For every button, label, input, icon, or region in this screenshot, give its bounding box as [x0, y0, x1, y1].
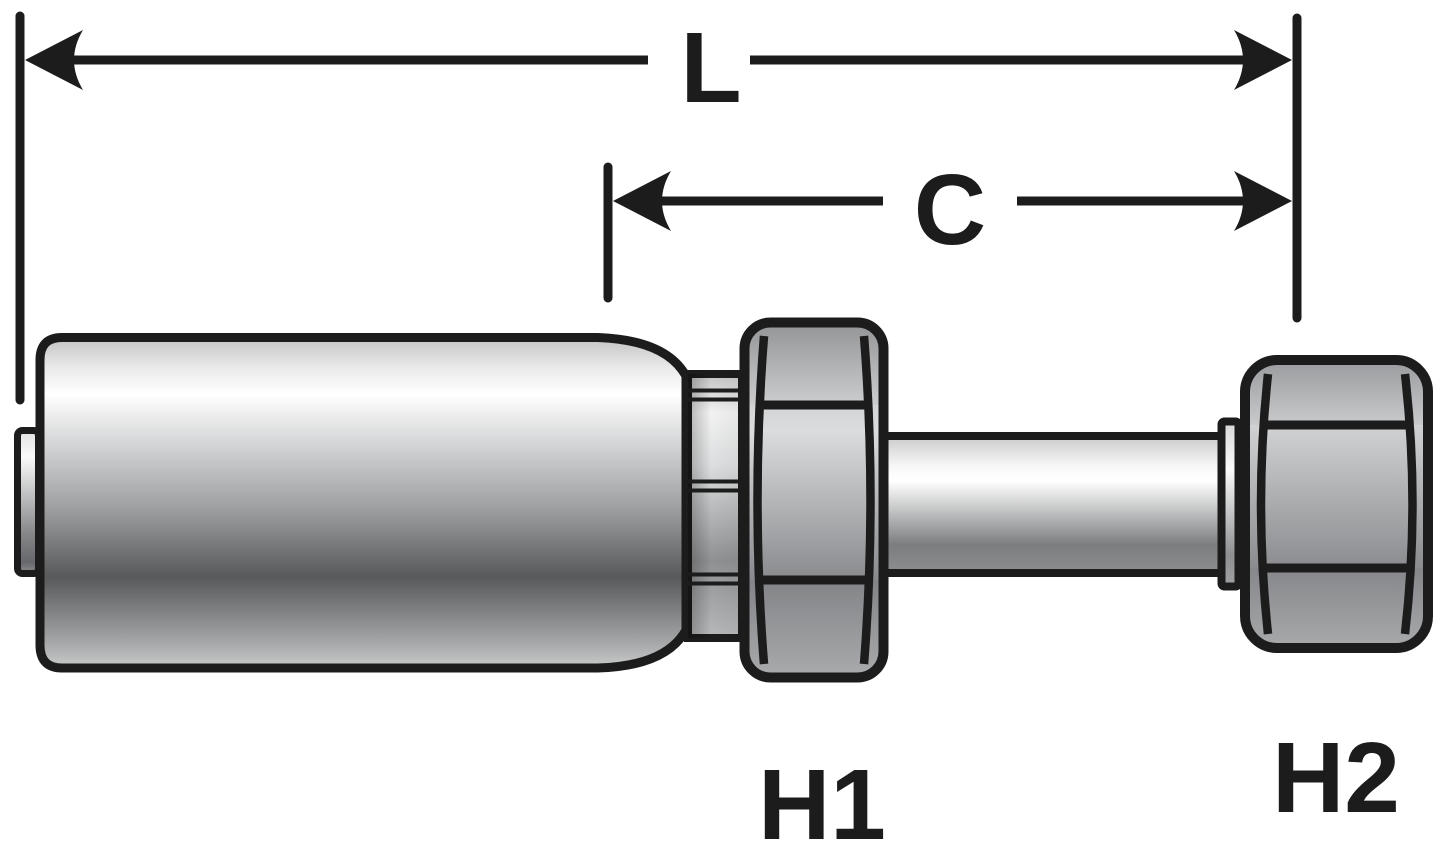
hex-nut-h2-facet-top: [1245, 360, 1428, 425]
extension-lines: [15, 11, 1302, 405]
arrowhead-right-icon: [1234, 171, 1292, 231]
fitting-body: [14, 317, 1433, 683]
hex-nut-h1: [739, 317, 889, 683]
hex-nut-h2-outline: [1240, 355, 1433, 653]
hex-nut-h2-facet-bottom: [1245, 568, 1428, 648]
hex-nut-h1-facet-top: [744, 322, 884, 405]
dimension-c: C: [613, 154, 1292, 266]
arrowhead-right-icon: [1234, 30, 1292, 90]
ferrule-shell: [35, 333, 691, 673]
dimension-l-label: L: [680, 12, 741, 124]
crimp-collar-shading: [688, 374, 742, 638]
hex-label-h1: H1: [758, 749, 886, 850]
hex-nut-h1-outline: [739, 317, 889, 683]
hose-stub: [14, 427, 42, 577]
hex-nut-h2: [1240, 355, 1433, 653]
tube-shaft: [878, 432, 1226, 577]
hex-nut-h2-facet-middle: [1245, 425, 1428, 568]
hex-nut-h2-chamfer-left: [1256, 373, 1273, 635]
hex-nut-h2-chamfer-right: [1400, 373, 1417, 635]
washer: [1217, 417, 1243, 591]
crimp-collar-separators: [685, 388, 742, 586]
hex-nut-h1-chamfer-right: [859, 335, 875, 665]
hex-label-h2: H2: [1272, 722, 1400, 834]
hex-nut-h1-chamfer-left: [753, 335, 769, 665]
arrowhead-left-icon: [613, 171, 671, 231]
dimension-l: L: [25, 12, 1292, 124]
dimension-c-label: C: [914, 154, 986, 266]
hex-nut-h1-facet-middle: [744, 405, 884, 580]
crimp-collar: [684, 370, 746, 642]
arrowhead-left-icon: [25, 30, 83, 90]
